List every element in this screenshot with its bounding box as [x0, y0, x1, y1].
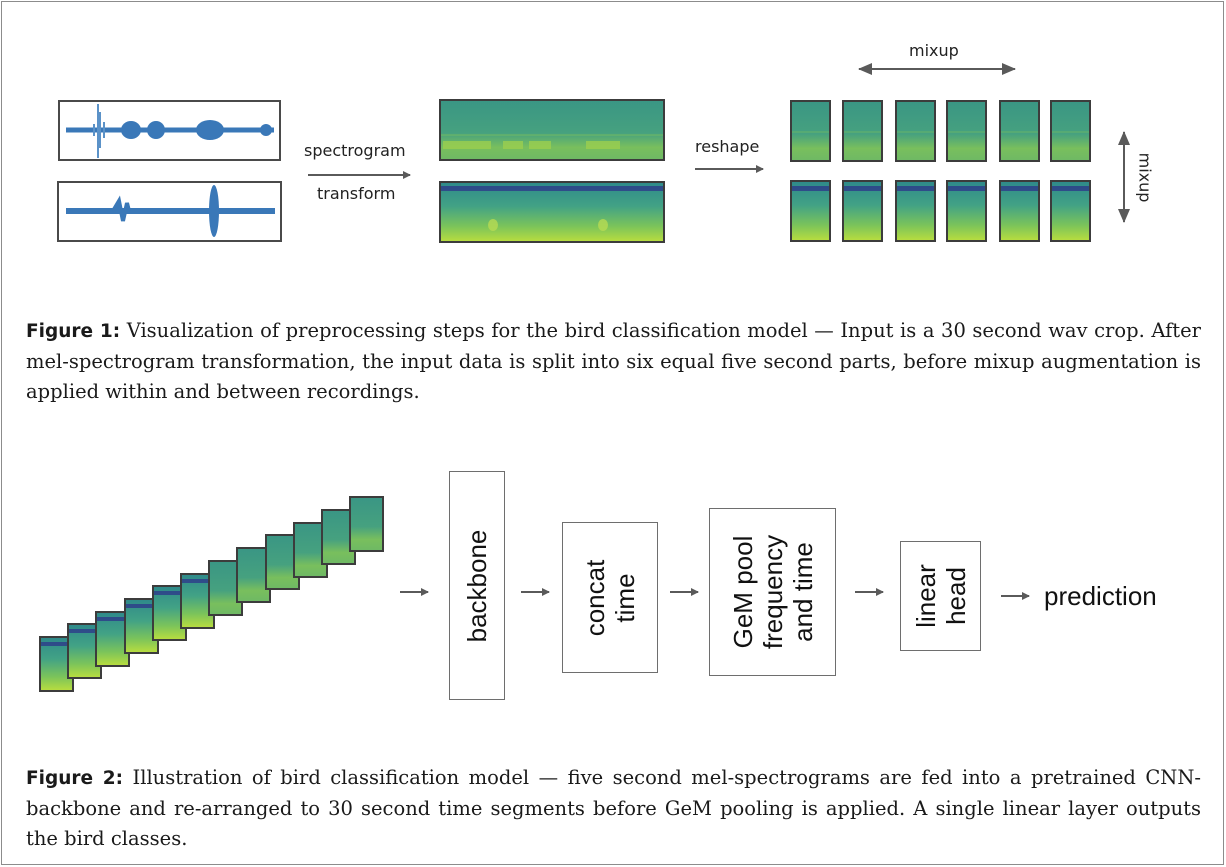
reshape-arrow [695, 165, 764, 173]
mixup-vertical-label: mixup [1135, 152, 1155, 203]
segment-bottom-3 [895, 180, 936, 242]
figure-2-caption-label: Figure 2: [26, 768, 124, 789]
figure-1-caption: Figure 1: Visualization of preprocessing… [26, 316, 1201, 407]
stacked-spectrogram-2 [67, 623, 103, 680]
arrow-to-gem [670, 588, 699, 596]
figure-2-caption-text: Illustration of bird classification mode… [26, 766, 1201, 850]
waveform-bottom [57, 181, 282, 242]
segment-top-5 [999, 100, 1040, 162]
arrow-to-prediction [1001, 592, 1030, 600]
waveform-top [58, 100, 281, 161]
waveform-bottom-plot [66, 185, 275, 237]
segment-bottom-2 [842, 180, 883, 242]
prediction-label: prediction [1044, 581, 1157, 611]
mixup-horizontal-arrow [858, 63, 1016, 75]
segment-top-6 [1050, 100, 1091, 162]
arrow-to-linear [855, 588, 884, 596]
segment-top-1 [790, 100, 831, 162]
segment-bottom-1 [790, 180, 831, 242]
mixup-horizontal-label: mixup [909, 41, 959, 60]
stacked-spectrogram-6 [180, 572, 215, 629]
transform-arrow [308, 171, 411, 179]
figure-1-caption-label: Figure 1: [26, 321, 121, 342]
transform-label: transform [317, 184, 396, 203]
segment-top-2 [842, 100, 883, 162]
spectrogram-label: spectrogram [304, 141, 406, 160]
segment-bottom-4 [946, 180, 987, 242]
figure-1-caption-text: Visualization of preprocessing steps for… [26, 319, 1201, 403]
stacked-spectrogram-5 [151, 585, 187, 642]
segment-top-3 [895, 100, 936, 162]
arrow-to-backbone [400, 588, 429, 596]
stacked-spectrogram-7 [208, 559, 244, 616]
waveform-top-plot [66, 104, 274, 158]
backbone-label: backbone [462, 529, 492, 642]
mixup-vertical-arrow [1118, 131, 1130, 223]
figure-2-caption: Figure 2: Illustration of bird classific… [26, 763, 1201, 854]
backbone-block: backbone [449, 471, 505, 700]
segment-top-4 [946, 100, 987, 162]
spectrogram-top [439, 99, 665, 161]
arrow-to-concat [521, 588, 550, 596]
stacked-spectrogram-12 [349, 496, 385, 553]
segment-bottom-6 [1050, 180, 1091, 242]
spectrogram-bottom [439, 181, 665, 243]
segment-bottom-5 [999, 180, 1040, 242]
stacked-spectrogram-4 [123, 597, 159, 654]
reshape-label: reshape [695, 137, 760, 156]
stacked-spectrogram-8 [236, 547, 272, 604]
